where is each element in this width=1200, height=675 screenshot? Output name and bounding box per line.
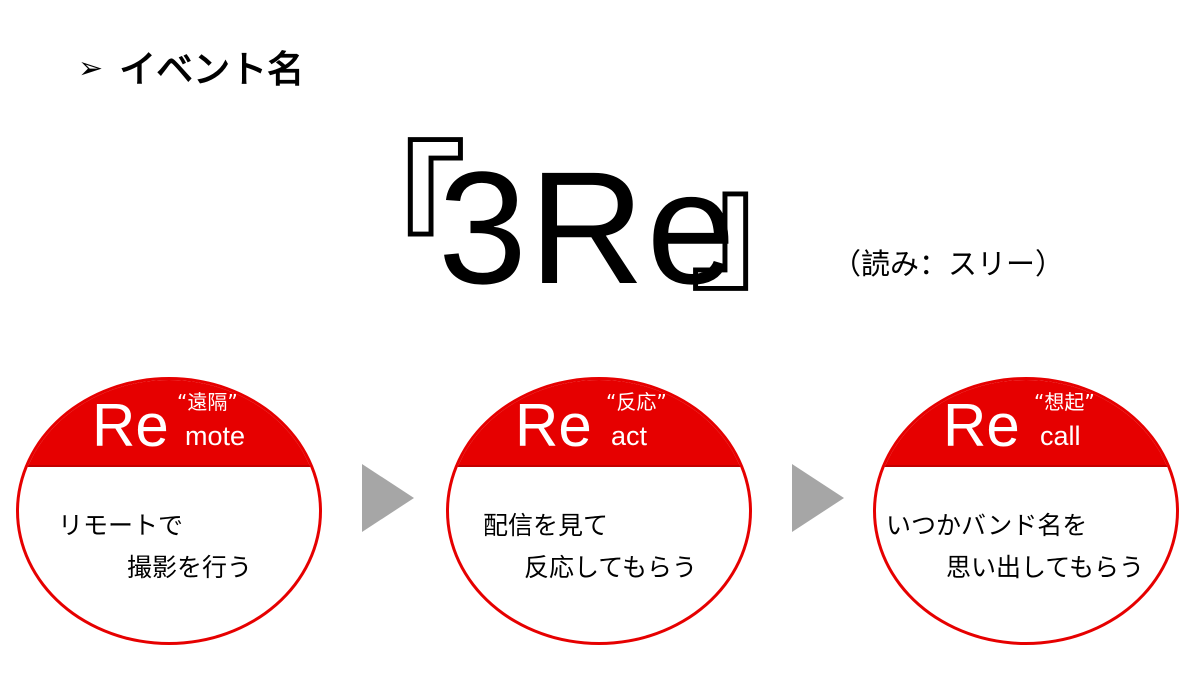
step-re-text: Re bbox=[92, 392, 169, 459]
section-heading-text: イベント名 bbox=[119, 47, 305, 91]
step-kanji: “想起” bbox=[1034, 390, 1095, 414]
step-re-text: Re bbox=[515, 392, 592, 459]
arrowhead-bullet-icon: ➢ bbox=[78, 51, 104, 86]
step-description-line: 配信を見て bbox=[483, 511, 609, 540]
step-cap: Re “想起” call bbox=[876, 380, 1176, 467]
play-arrow-icon bbox=[792, 464, 844, 532]
step-description-line: 思い出してもらう bbox=[946, 553, 1145, 582]
step-suffix: mote bbox=[185, 421, 246, 451]
section-heading: ➢ イベント名 bbox=[78, 44, 304, 94]
step-description-line: 反応してもらう bbox=[524, 553, 698, 582]
close-double-bracket: 』 bbox=[688, 140, 839, 314]
step-circle-recall: Re “想起” call いつかバンド名を 思い出してもらう bbox=[873, 377, 1179, 645]
step-cap: Re “遠隔” mote bbox=[19, 380, 319, 467]
step-kanji: “遠隔” bbox=[177, 390, 238, 414]
step-circle-react: Re “反応” act 配信を見て 反応してもらう bbox=[446, 377, 752, 645]
step-cap: Re “反応” act bbox=[449, 380, 749, 467]
step-suffix: call bbox=[1040, 421, 1081, 451]
play-arrow-icon bbox=[362, 464, 414, 532]
step-suffix: act bbox=[611, 421, 648, 451]
step-re-text: Re bbox=[943, 392, 1020, 459]
step-circle-remote: Re “遠隔” mote リモートで 撮影を行う bbox=[16, 377, 322, 645]
open-double-bracket: 『 bbox=[318, 126, 469, 300]
step-kanji: “反応” bbox=[606, 390, 667, 414]
step-description-line: いつかバンド名を bbox=[886, 511, 1088, 540]
event-title: 3Re bbox=[438, 138, 738, 317]
event-title-reading: （読み：スリー） bbox=[832, 247, 1065, 281]
step-description-line: 撮影を行う bbox=[127, 553, 253, 582]
step-description-line: リモートで bbox=[58, 511, 184, 540]
